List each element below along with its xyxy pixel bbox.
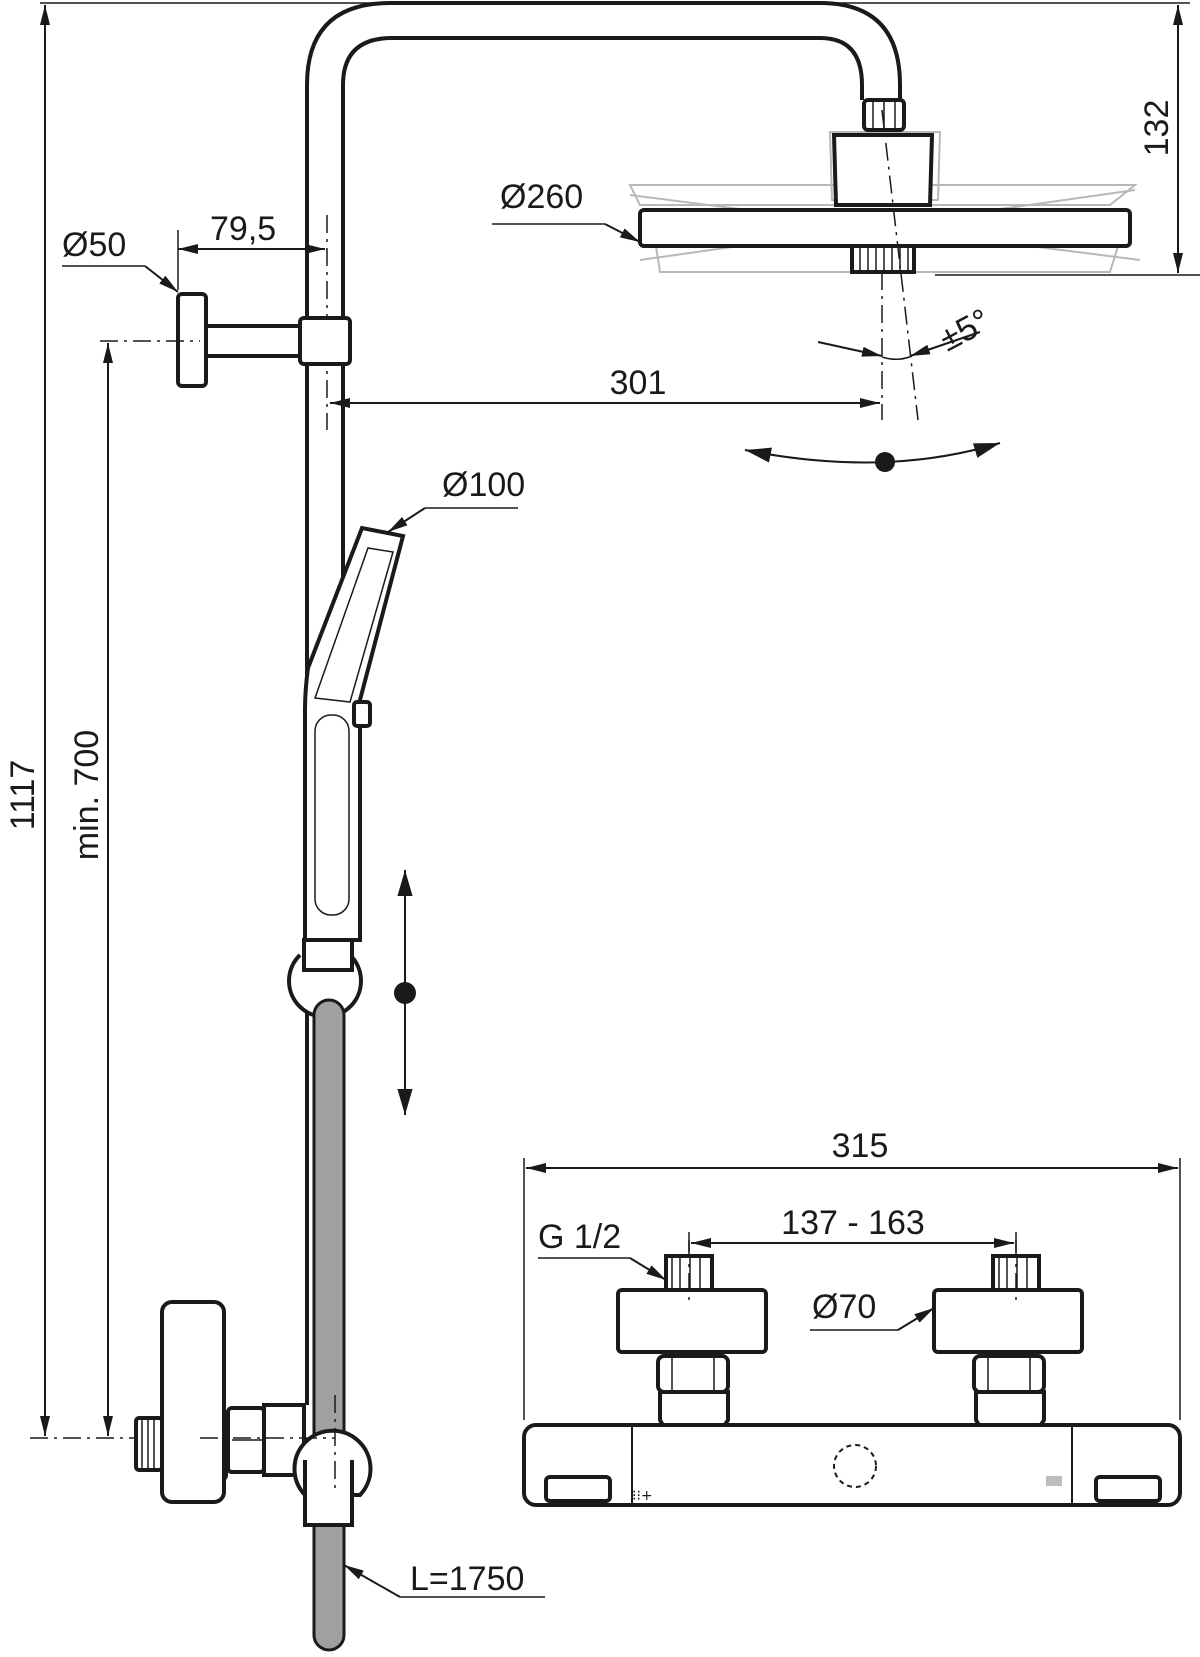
height-adjust-indicator bbox=[394, 870, 416, 1115]
escutcheon-diameter-callout: Ø70 bbox=[810, 1288, 935, 1331]
head-offset-label: 132 bbox=[1138, 100, 1176, 157]
rotation-indicator bbox=[744, 442, 1001, 472]
total-height-dimension: 1117 bbox=[4, 5, 50, 1436]
overhead-shower bbox=[628, 98, 1141, 421]
head-diameter-label: Ø260 bbox=[500, 178, 583, 216]
hose-length-callout: L=1750 bbox=[343, 1560, 545, 1598]
mixer-width-dimension: 315 bbox=[523, 1127, 1181, 1420]
tilt-angle-dimension: ±5° bbox=[817, 301, 996, 360]
hand-shower bbox=[287, 525, 406, 1019]
hose-length-label: L=1750 bbox=[410, 1560, 524, 1598]
mixer-front-view: ⁝⁝+ bbox=[522, 1240, 1182, 1507]
shower-hose bbox=[312, 998, 346, 1652]
temperature-icon: ⁝⁝+ bbox=[632, 1488, 653, 1504]
thread-callout: G 1/2 bbox=[538, 1218, 667, 1281]
bracket-offset-label: 79,5 bbox=[210, 210, 276, 248]
hand-shower-diameter-callout: Ø100 bbox=[387, 466, 525, 533]
tilt-angle-label: ±5° bbox=[933, 301, 996, 359]
arm-length-dimension: 301 bbox=[330, 364, 880, 408]
min-height-label: min. 700 bbox=[68, 730, 106, 860]
mixer-width-label: 315 bbox=[832, 1127, 889, 1165]
arm-length-label: 301 bbox=[610, 364, 667, 402]
min-height-dimension: min. 700 bbox=[68, 343, 113, 1436]
hand-shower-diameter-label: Ø100 bbox=[442, 466, 525, 504]
total-height-label: 1117 bbox=[4, 760, 42, 831]
mixer-side-view bbox=[30, 1300, 373, 1527]
thread-label: G 1/2 bbox=[538, 1218, 621, 1256]
wall-bracket-diameter-label: Ø50 bbox=[62, 226, 126, 264]
head-offset-dimension: 132 bbox=[935, 5, 1200, 276]
wall-bracket-diameter-callout: Ø50 bbox=[62, 226, 179, 293]
shower-select-icon bbox=[1046, 1476, 1062, 1486]
escutcheon-diameter-label: Ø70 bbox=[812, 1288, 876, 1326]
inlet-centres-dimension: 137 - 163 bbox=[688, 1204, 1017, 1252]
wall-bracket bbox=[100, 292, 352, 388]
bracket-offset-dimension: 79,5 bbox=[177, 210, 325, 290]
inlet-centres-label: 137 - 163 bbox=[781, 1204, 925, 1242]
riser-pipe bbox=[305, 1, 902, 1405]
head-diameter-callout: Ø260 bbox=[492, 178, 641, 243]
